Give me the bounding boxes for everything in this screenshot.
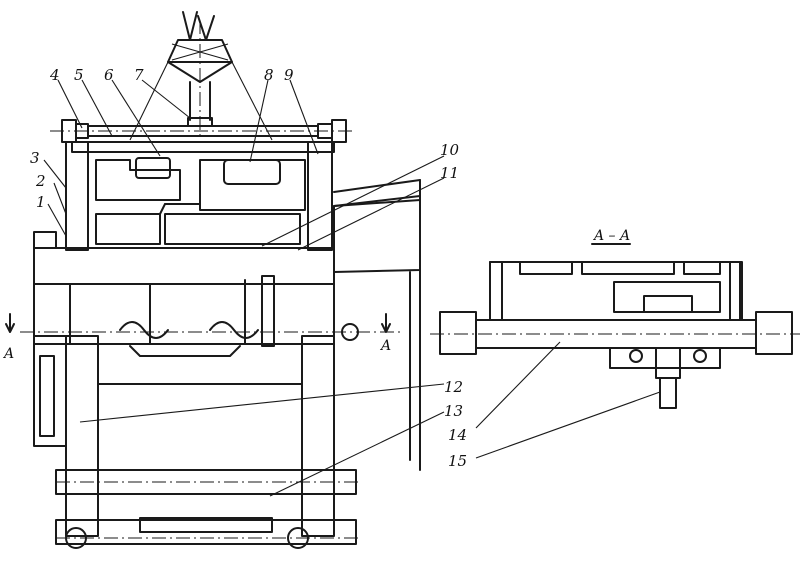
callout-13: 13: [444, 402, 463, 420]
callout-labels: 1 2 3 4 5 6 7 8 9 10 11 12 13 14 15: [30, 66, 467, 470]
section-title: A – A: [592, 228, 630, 244]
callout-8: 8: [264, 66, 274, 84]
callout-9: 9: [284, 66, 294, 84]
callout-leaders: [43, 79, 661, 497]
callout-10: 10: [440, 141, 460, 159]
main-view: A A: [2, 11, 421, 549]
callout-2: 2: [35, 172, 46, 190]
callout-6: 6: [104, 66, 114, 84]
section-marker-left: A: [2, 313, 15, 362]
callout-1: 1: [36, 193, 46, 211]
callout-4: 4: [49, 66, 60, 84]
top-grip: [129, 11, 273, 141]
top-bolt: [50, 117, 355, 143]
callout-12: 12: [444, 378, 463, 396]
section-view-a-a: A – A: [430, 228, 800, 409]
section-marker-right-label: A: [379, 338, 391, 354]
section-marker-right: A: [379, 313, 391, 354]
callout-3: 3: [30, 149, 40, 167]
section-marker-left-label: A: [2, 346, 14, 362]
callout-15: 15: [448, 452, 467, 470]
callout-11: 11: [440, 164, 459, 182]
callout-7: 7: [134, 66, 144, 84]
callout-5: 5: [74, 66, 84, 84]
callout-14: 14: [448, 426, 467, 444]
